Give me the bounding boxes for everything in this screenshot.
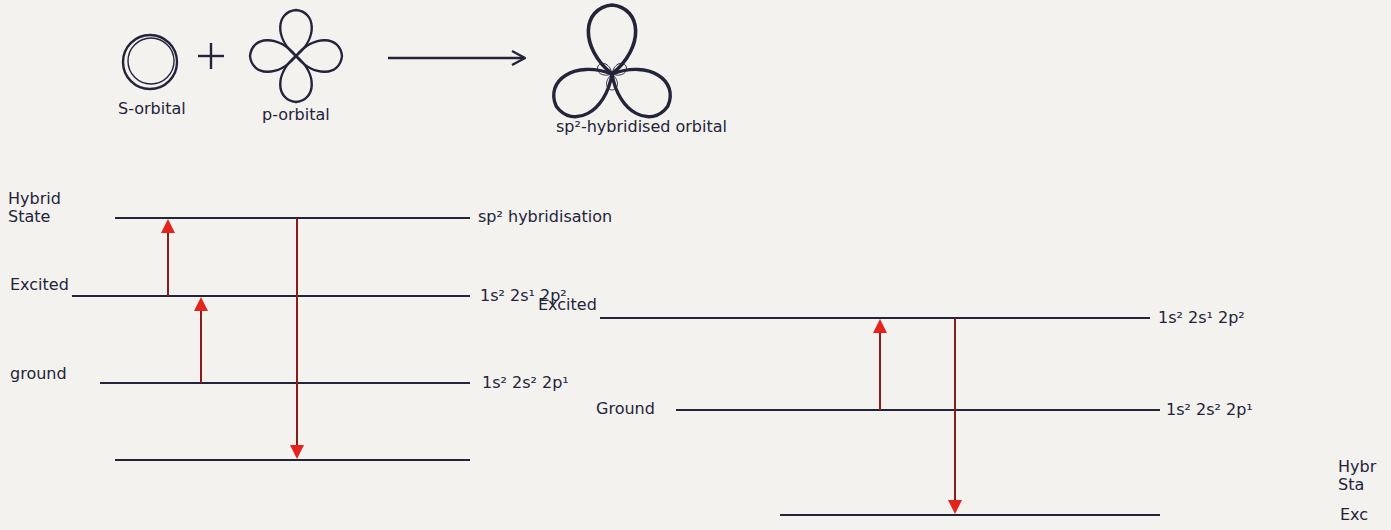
energy-level — [600, 317, 1150, 319]
arrow-head — [161, 219, 175, 233]
reaction-arrow — [388, 57, 524, 59]
arrow-shaft — [296, 218, 298, 446]
arrow-head — [194, 297, 208, 311]
plus-sign — [210, 43, 212, 69]
level-name: Excited — [538, 296, 597, 314]
energy-levels — [72, 218, 470, 460]
orbital-caption: S-orbital — [118, 100, 186, 118]
level-name: ground — [10, 365, 67, 383]
p-orbital-shape — [250, 10, 342, 102]
arrow-shaft — [954, 318, 956, 501]
configuration: 1s² 2s¹ 2p² — [1158, 309, 1245, 327]
s-orbital-shape — [128, 38, 174, 84]
reaction-arrow — [512, 51, 525, 65]
configuration: 1s² 2s² 2p¹ — [482, 374, 569, 392]
orbital-caption: sp²-hybridised orbital — [556, 118, 727, 136]
level-name: Ground — [596, 400, 655, 418]
energy-level — [780, 514, 1160, 516]
level-name: Excited — [10, 276, 69, 294]
arrow-head — [948, 500, 962, 514]
arrow-shaft — [879, 332, 881, 410]
energy-level — [72, 295, 470, 297]
transition-arrows — [880, 318, 955, 501]
energy-level — [100, 382, 470, 384]
energy-level — [676, 409, 1160, 411]
s-orbital-shape — [123, 35, 177, 89]
level-name: Hybr Sta — [1338, 458, 1384, 495]
configuration: 1s² 2s² 2p¹ — [1166, 401, 1253, 419]
level-name: Exc — [1340, 506, 1368, 524]
energy-level — [115, 217, 470, 219]
orbital-caption: p-orbital — [262, 106, 330, 124]
transition-arrows — [168, 218, 297, 446]
arrow-head — [290, 445, 304, 459]
arrow-head — [873, 319, 887, 333]
arrow-heads — [161, 219, 304, 459]
configuration: sp² hybridisation — [478, 208, 612, 226]
arrow-shaft — [167, 232, 169, 296]
sp2-orbital-shape — [545, 5, 679, 125]
energy-level — [115, 459, 470, 461]
energy-levels — [600, 318, 1160, 515]
arrow-heads — [873, 319, 962, 514]
level-name: Hybrid State — [8, 190, 78, 227]
arrow-shaft — [200, 310, 202, 383]
